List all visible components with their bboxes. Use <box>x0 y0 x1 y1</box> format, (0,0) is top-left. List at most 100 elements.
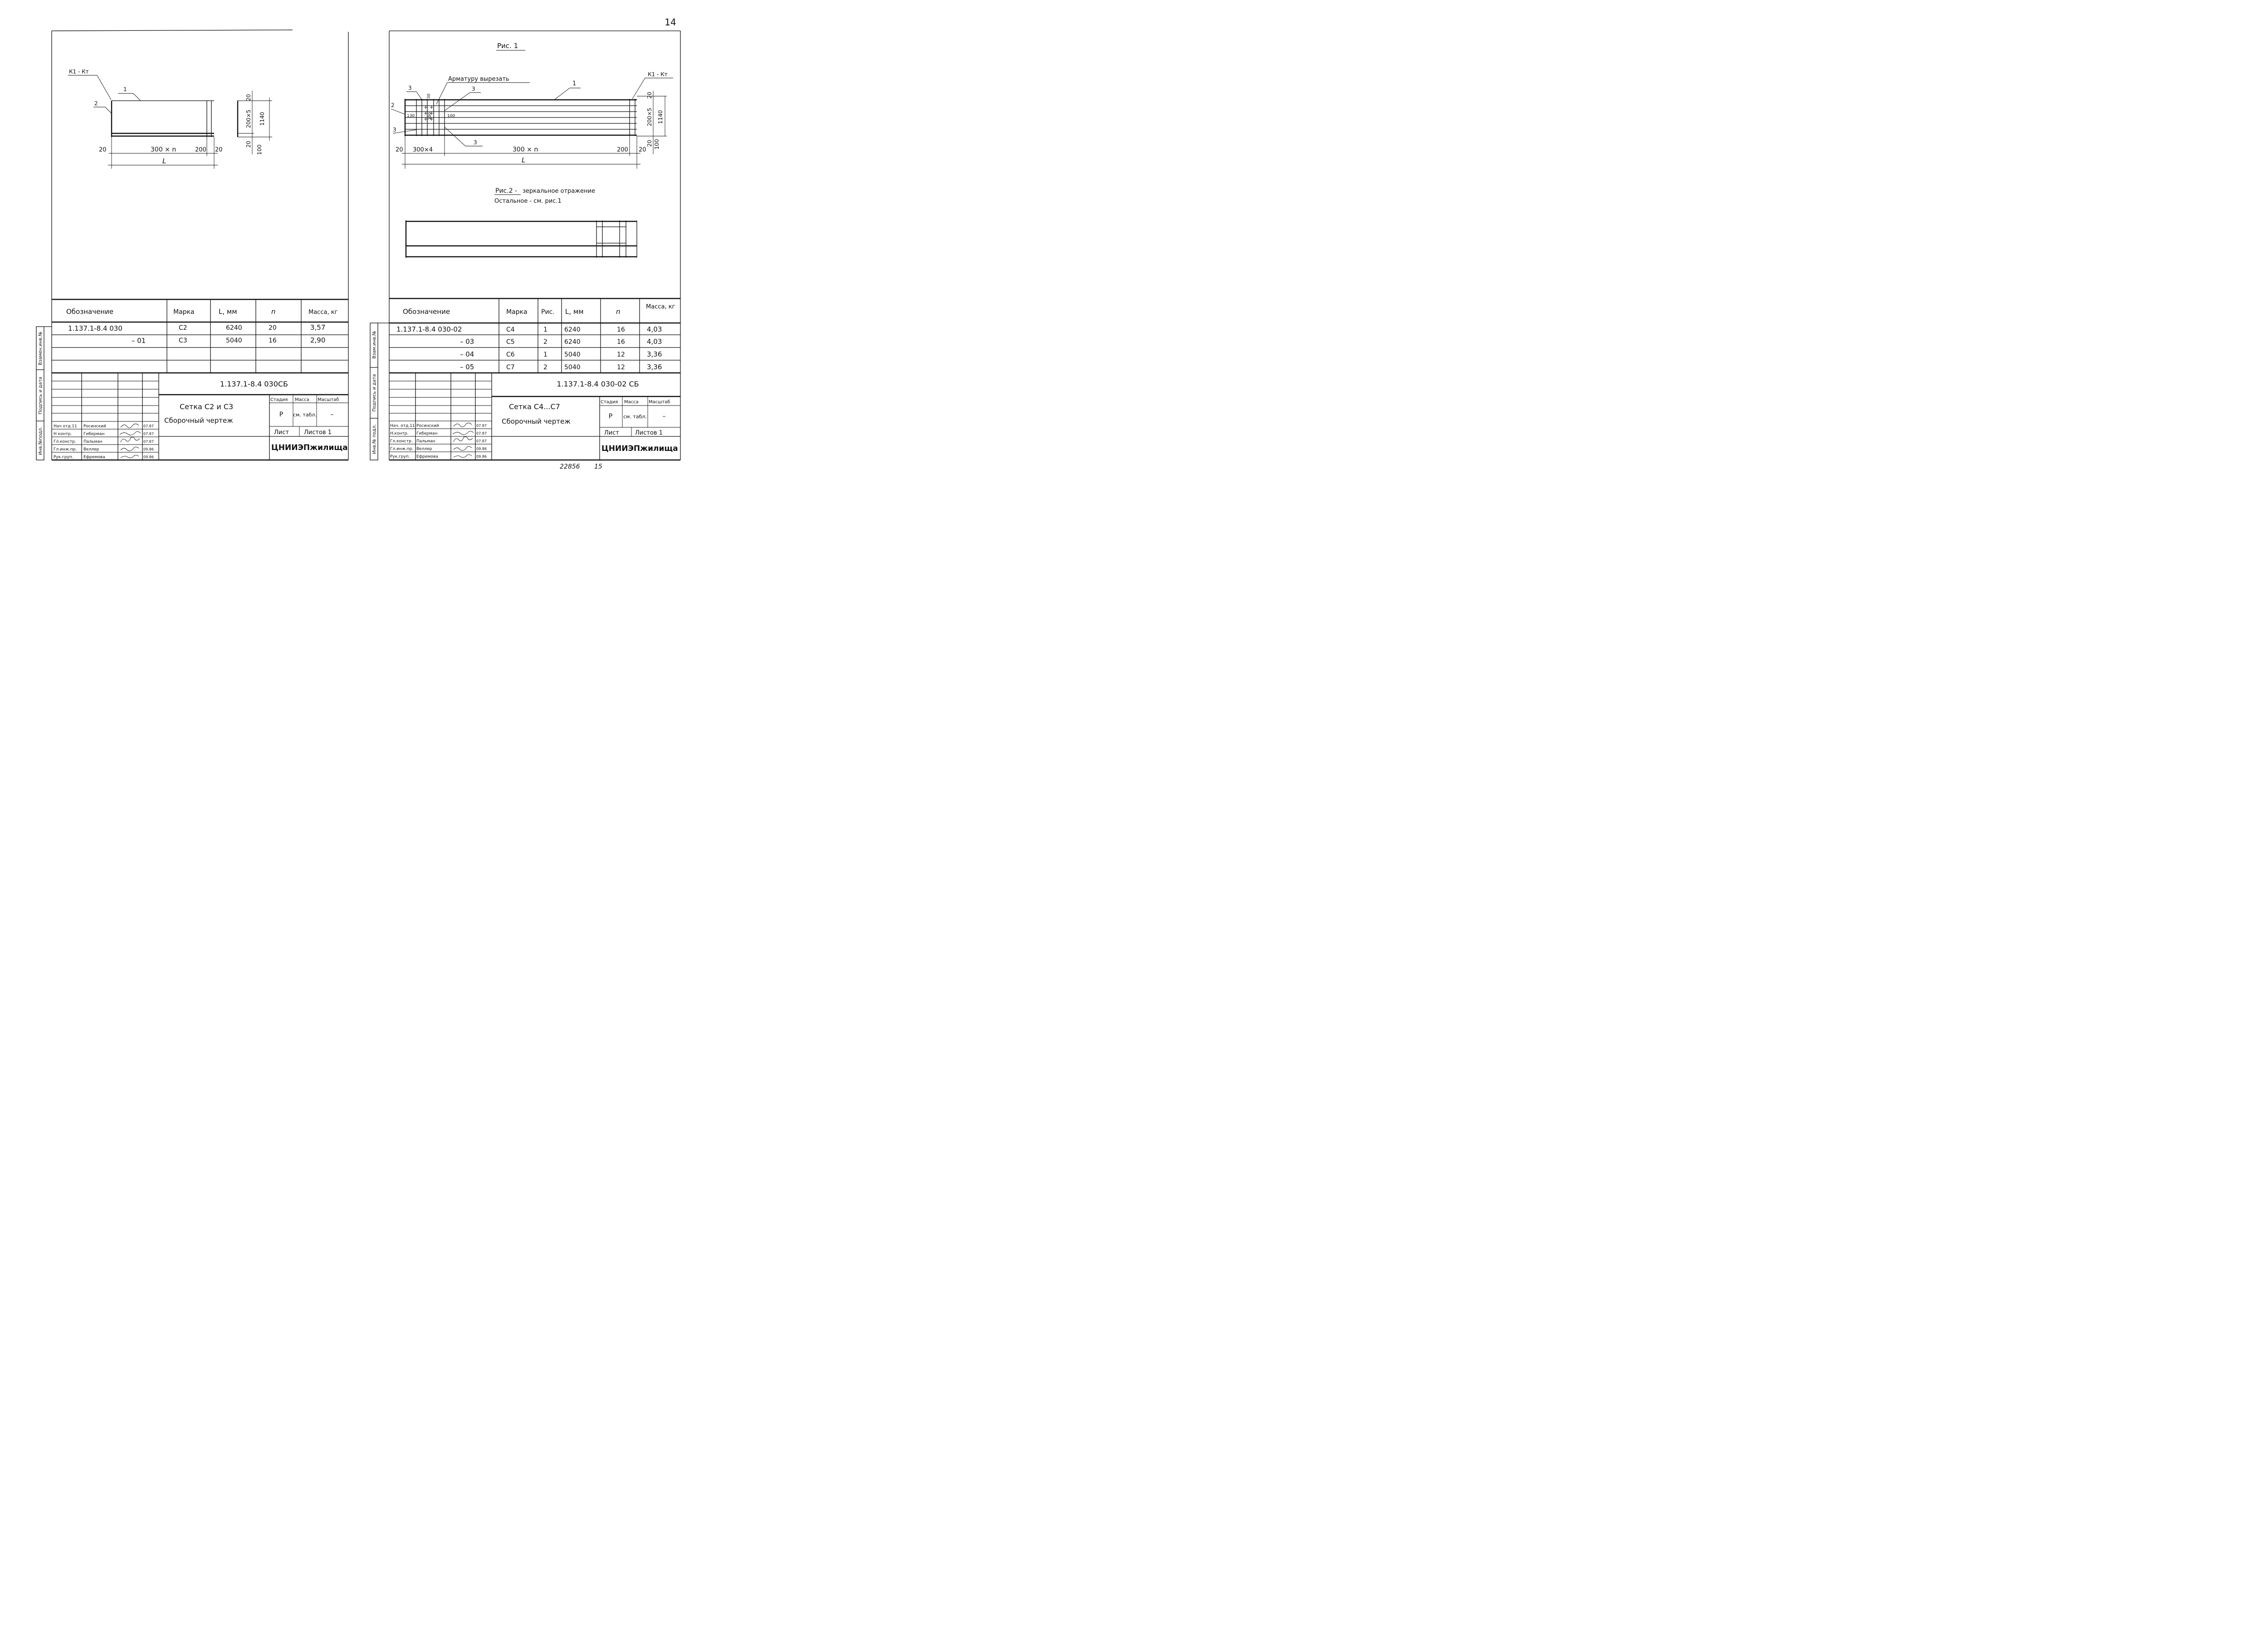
right-th-n: n <box>616 308 621 316</box>
left-r1-mark: С2 <box>179 324 187 332</box>
right-scale-value: – <box>663 413 666 420</box>
left-side-20-bot: 20 <box>245 141 252 147</box>
left-mesh-drawing: К1 - Кт 1 2 20 300 × n 200 20 L 2 <box>68 68 272 169</box>
right-pos-2: 2 <box>391 102 395 108</box>
right-sheet: Взам.инв.№ Подпись и дата Инв.№ подл. Ри… <box>370 30 681 461</box>
left-pos-2: 2 <box>94 100 98 107</box>
left-side-1140: 1140 <box>259 112 265 126</box>
left-r1-designation: 1.137.1-8.4 030 <box>68 324 122 333</box>
left-spec-table: Обозначение Марка L, мм n Масса, кг 1.13… <box>52 298 348 374</box>
right-side-20-bot: 20 <box>646 140 653 147</box>
right-p5-name: Ефремова <box>416 455 438 459</box>
margin-label-replaced: Взамен.инв.№ <box>38 332 43 365</box>
right-leader-k: К1 - Кт <box>648 71 668 78</box>
left-p1-date: 07.87 <box>143 424 154 428</box>
right-r3-designation: – 04 <box>460 350 474 358</box>
left-r2-n: 16 <box>269 337 277 344</box>
right-r4-length: 5040 <box>564 364 581 371</box>
right-scale-label: Масштаб <box>649 400 670 405</box>
left-r1-mass: 3,57 <box>310 323 325 332</box>
right-p1-date: 07.87 <box>476 424 487 428</box>
right-title-line2: Сборочный чертеж <box>502 417 571 426</box>
right-r2-mark: С5 <box>506 338 515 346</box>
fig2-mesh-drawing <box>405 220 637 258</box>
footer-sheet-code: 22856 <box>560 463 580 470</box>
left-dim-L: L <box>162 157 166 165</box>
left-sheet: Взамен.инв.№ Подпись и дата Инв.№подл. К… <box>36 29 349 461</box>
right-signature-2 <box>452 430 474 435</box>
fig2-note2: Остальное - см. рис.1 <box>494 198 562 205</box>
right-margin-label-replaced: Взам.инв.№ <box>372 331 377 359</box>
fig1-title: Рис. 1 <box>497 42 518 50</box>
left-title-line2: Сборочный чертеж <box>164 416 233 425</box>
page-number: 14 <box>665 17 676 28</box>
right-p4-date: 09.86 <box>476 447 487 451</box>
right-dim-100b: 100 <box>447 114 455 118</box>
left-title-line1: Сетка С2 и С3 <box>180 402 233 411</box>
right-pos-3c: 3 <box>393 127 396 133</box>
cut-mark-1: + + <box>424 104 434 110</box>
cut-mark-3: + + <box>424 116 434 122</box>
fig2-title: Рис.2 - <box>495 187 517 195</box>
left-side-200x5: 200×5 <box>245 110 252 128</box>
right-org: ЦНИИЭПжилища <box>601 444 678 453</box>
right-p4-role: Гл.инж.пр. <box>390 447 413 451</box>
right-title-block: 1.137.1-8.4 030-02 СБ Сетка С4...С7 Сбор… <box>389 373 680 460</box>
left-th-length: L, мм <box>219 308 237 316</box>
right-title-line1: Сетка С4...С7 <box>509 402 560 411</box>
cut-note: Арматуру вырезать <box>448 76 509 83</box>
right-r2-n: 16 <box>617 338 625 346</box>
right-r2-mass: 4,03 <box>647 338 662 346</box>
left-r1-length: 6240 <box>226 324 242 332</box>
left-r2-mark: С3 <box>179 337 187 344</box>
right-side-200x5: 200×5 <box>646 108 653 127</box>
right-th-fig: Рис. <box>541 308 555 316</box>
right-dim-100a: 100 <box>428 112 432 120</box>
right-p3-role: Гл.констр. <box>390 439 413 444</box>
right-signature-1 <box>453 422 472 427</box>
right-th-length: L, мм <box>565 308 584 316</box>
right-signature-5 <box>453 454 472 458</box>
left-p2-role: Н контр. <box>54 432 72 436</box>
right-dim-200: 200 <box>617 147 628 153</box>
right-pos-3d: 3 <box>474 139 477 146</box>
left-p2-name: Гиберман <box>83 432 104 436</box>
right-p1-name: Росинский <box>416 424 439 428</box>
right-mass-label: Масса <box>624 400 639 405</box>
left-r1-n: 20 <box>269 324 277 332</box>
right-r2-fig: 2 <box>543 338 547 346</box>
right-r3-n: 12 <box>617 351 625 358</box>
right-dim-300n: 300 × n <box>513 146 538 153</box>
right-p4-name: Веллер <box>416 447 432 451</box>
left-th-mark: Марка <box>173 308 195 316</box>
right-p3-name: Пальман <box>416 439 435 444</box>
left-pos-1: 1 <box>123 86 127 93</box>
right-r4-designation: – 05 <box>460 363 474 371</box>
right-r1-designation: 1.137.1-8.4 030-02 <box>396 325 462 333</box>
right-mass-value: см. табл. <box>623 414 647 420</box>
left-p5-date: 09.86 <box>143 455 154 459</box>
right-dim-130: 130 <box>407 114 415 118</box>
right-r1-fig: 1 <box>543 326 547 333</box>
right-r1-mark: С4 <box>506 326 515 333</box>
left-dim-300n: 300 × n <box>151 146 176 153</box>
left-scale-value: – <box>331 411 334 418</box>
fig1-mesh-drawing: + + + + + + Арматуру вырезать К1 - Кт 1 … <box>391 71 673 169</box>
right-margin-label-signature: Подпись и дата <box>372 374 377 412</box>
right-r4-fig: 2 <box>543 364 547 371</box>
left-stage-value: Р <box>279 411 283 418</box>
left-scale-label: Масштаб <box>318 397 339 402</box>
left-org: ЦНИИЭПжилища <box>271 443 348 452</box>
left-p4-date: 09.86 <box>143 447 154 451</box>
right-p2-name: Гиберман <box>416 431 437 436</box>
left-mass-value: см. табл. <box>293 412 317 418</box>
left-th-mass: Масса, кг <box>308 309 338 316</box>
right-r1-n: 16 <box>617 326 625 333</box>
right-margin-label-inv: Инв.№ подл. <box>372 424 377 454</box>
right-pos-3b: 3 <box>472 86 475 92</box>
left-stage-label: Стадия <box>270 397 288 402</box>
right-side-100: 100 <box>654 139 660 150</box>
left-dim-20b: 20 <box>215 147 223 153</box>
left-r2-mass: 2,90 <box>310 336 325 344</box>
right-p3-date: 07.87 <box>476 439 487 443</box>
